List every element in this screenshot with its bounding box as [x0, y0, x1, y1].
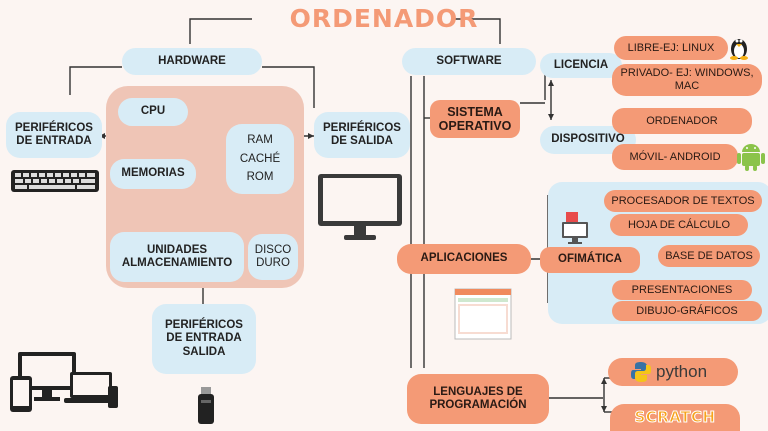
python-node: python — [608, 358, 738, 386]
operating-system-node: SISTEMA OPERATIVO — [430, 100, 520, 138]
application-window-icon — [454, 288, 512, 340]
device-computer-node: ORDENADOR — [612, 108, 752, 134]
license-private-node: PRIVADO- EJ: WINDOWS, MAC — [612, 64, 762, 96]
office-item-database: BASE DE DATOS — [658, 245, 760, 267]
storage-units-node: UNIDADES ALMACENAMIENTO — [110, 232, 244, 282]
rom-label: ROM — [246, 171, 274, 184]
output-peripherals-node: PERIFÉRICOS DE SALIDA — [314, 112, 410, 158]
office-computer-icon — [562, 212, 588, 244]
input-peripherals-node: PERIFÉRICOS DE ENTRADA — [6, 112, 102, 158]
hard-disk-node: DISCO DURO — [248, 234, 298, 280]
android-icon — [737, 144, 765, 171]
linux-tux-icon — [730, 39, 748, 60]
python-label: python — [656, 362, 708, 382]
io-peripherals-node: PERIFÉRICOS DE ENTRADA SALIDA — [152, 304, 256, 374]
memories-node: MEMORIAS — [110, 159, 196, 189]
scratch-node: SCRATCH — [610, 404, 740, 431]
office-item-drawing: DIBUJO-GRÁFICOS — [612, 301, 762, 321]
usb-drive-icon — [198, 387, 214, 424]
license-node: LICENCIA — [540, 53, 622, 78]
office-item-presentations: PRESENTACIONES — [612, 280, 752, 300]
device-mobile-node: MÓVIL- ANDROID — [612, 144, 738, 170]
programming-languages-node: LENGUAJES DE PROGRAMACIÓN — [407, 374, 549, 424]
cache-label: CACHÉ — [239, 152, 281, 165]
license-free-node: LIBRE-EJ: LINUX — [614, 36, 728, 60]
python-logo-icon — [631, 362, 651, 382]
software-node: SOFTWARE — [402, 48, 536, 75]
office-item-spreadsheet: HOJA DE CÁLCULO — [610, 214, 748, 236]
ram-label: RAM — [247, 134, 273, 147]
device-node: DISPOSITIVO — [540, 126, 636, 154]
keyboard-icon — [11, 170, 99, 192]
memory-types-node: RAM CACHÉ ROM — [226, 124, 294, 194]
cpu-node: CPU — [118, 98, 188, 126]
page-title: ORDENADOR — [289, 4, 479, 33]
monitor-icon — [318, 174, 402, 240]
office-item-word-processor: PROCESADOR DE TEXTOS — [604, 190, 762, 212]
applications-node: APLICACIONES — [397, 244, 531, 274]
devices-icon — [10, 352, 118, 412]
hardware-node: HARDWARE — [122, 48, 262, 75]
office-node: OFIMÁTICA — [540, 247, 640, 273]
scratch-logo: SCRATCH — [634, 407, 716, 427]
